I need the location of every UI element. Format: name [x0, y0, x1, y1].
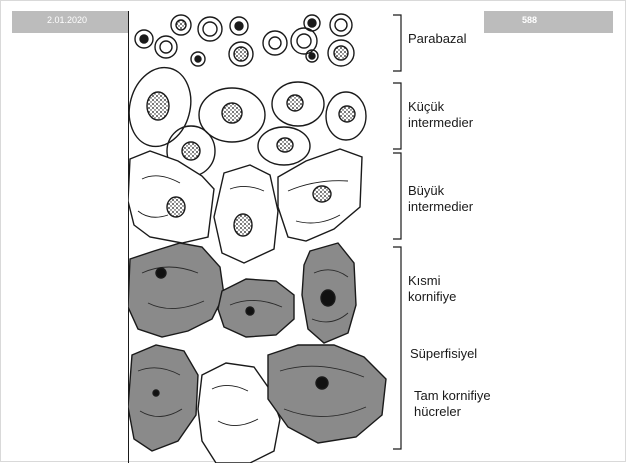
header-page-bar — [484, 11, 613, 33]
stage-brackets — [391, 13, 405, 453]
label-large-intermediate: Büyük intermedier — [408, 183, 473, 215]
bracket-keratinized — [393, 247, 401, 449]
bracket-large-intermediate — [393, 153, 401, 239]
bracket-small-intermediate — [393, 83, 401, 149]
bracket-parabasal — [393, 15, 401, 71]
superficial-cornified-cells — [128, 345, 386, 463]
slide-page-number: 588 — [522, 15, 537, 25]
label-superficial: Süperfisiyel — [410, 346, 477, 362]
label-partially-keratinized: Kısmi kornifiye — [408, 273, 456, 305]
parabasal-cells — [135, 14, 354, 66]
label-fully-keratinized: Tam kornifiye hücreler — [414, 388, 491, 420]
label-parabasal: Parabazal — [408, 31, 467, 47]
label-small-intermediate: Küçük intermedier — [408, 99, 473, 131]
slide-date: 2.01.2020 — [47, 15, 87, 25]
